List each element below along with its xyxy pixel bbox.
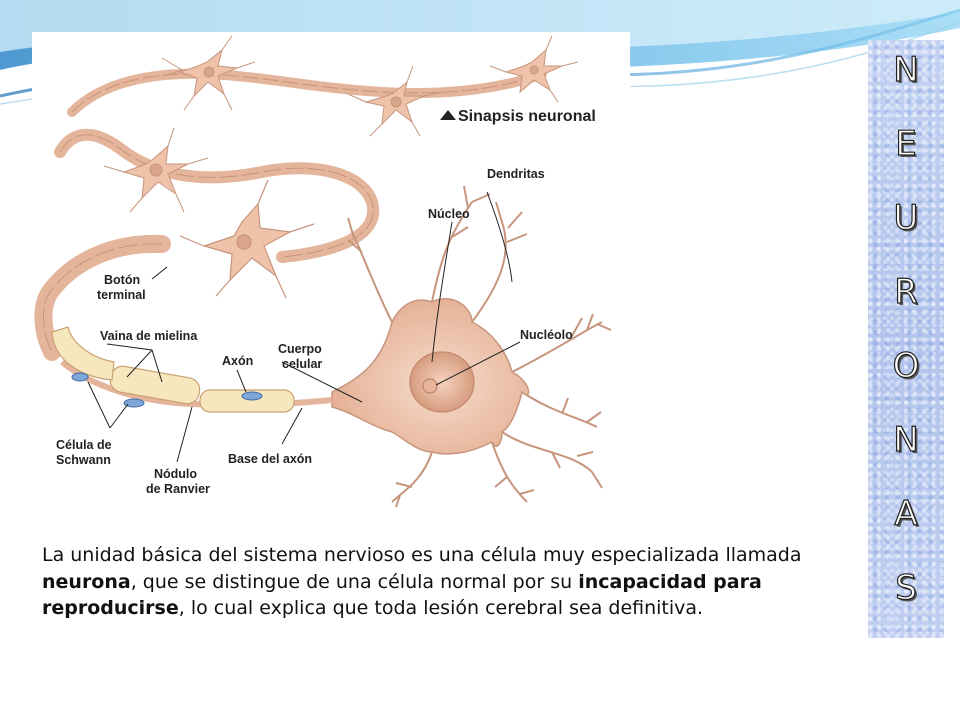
side-letter-5: O xyxy=(892,345,920,386)
label-base-axon: Base del axón xyxy=(228,452,312,466)
caption-part-1: La unidad básica del sistema nervioso es… xyxy=(42,544,802,566)
small-neuron-1 xyxy=(161,35,256,111)
sinapsis-arrow-icon xyxy=(440,110,456,120)
side-letter-8: S xyxy=(895,567,918,608)
label-dendritas: Dendritas xyxy=(487,167,545,181)
side-letter-7: A xyxy=(894,493,918,534)
side-title-panel: N E U R O N A S xyxy=(868,40,944,638)
schwann-nucleus-2 xyxy=(123,398,145,408)
caption-text: La unidad básica del sistema nervioso es… xyxy=(42,542,822,622)
side-letter-4: R xyxy=(894,271,919,312)
label-nucleolo: Nucléolo xyxy=(520,328,573,342)
small-neuron-3 xyxy=(489,35,579,103)
caption-bold-neurona: neurona xyxy=(42,570,131,593)
small-neuron-5 xyxy=(179,179,315,299)
side-letter-2: E xyxy=(895,123,918,164)
nucleolus xyxy=(422,378,438,394)
label-nucleo: Núcleo xyxy=(428,207,470,221)
label-axon: Axón xyxy=(222,354,253,368)
schwann-nucleus-1 xyxy=(241,391,263,401)
caption-part-2: , que se distingue de una célula normal … xyxy=(130,570,579,593)
top-wave-light xyxy=(0,0,960,52)
label-schwann-1: Célula de xyxy=(56,438,112,452)
caption-bold-incapacidad: incapacidad para reproducirse xyxy=(42,570,762,620)
side-letter-6: N xyxy=(893,419,920,460)
side-letter-1: N xyxy=(893,49,920,90)
neuron-illustration: Sinapsis neuronal Dendritas Núcleo Botón… xyxy=(34,35,612,508)
side-letter-3: U xyxy=(893,197,919,238)
label-cuerpo-2: celular xyxy=(282,357,322,371)
label-nodulo-1: Nódulo xyxy=(154,467,197,481)
label-boton-1: Botón xyxy=(104,273,140,287)
label-sinapsis: Sinapsis neuronal xyxy=(458,108,596,125)
main-axon xyxy=(51,326,333,413)
main-dendrites xyxy=(347,185,612,508)
label-nodulo-2: de Ranvier xyxy=(146,482,210,496)
label-boton-2: terminal xyxy=(97,288,146,302)
schwann-nucleus-3 xyxy=(71,372,89,382)
label-cuerpo-1: Cuerpo xyxy=(278,342,322,356)
upper-axon-chain xyxy=(34,68,547,361)
caption-part-3: , lo cual explica que toda lesión cerebr… xyxy=(178,597,704,619)
pointer-lines xyxy=(87,191,521,463)
neuron-diagram: Sinapsis neuronal Dendritas Núcleo Botón… xyxy=(32,32,630,510)
myelin-segment-1 xyxy=(199,389,295,413)
label-vaina: Vaina de mielina xyxy=(100,329,198,343)
small-neuron-2 xyxy=(347,65,443,137)
myelin-segment-3 xyxy=(51,326,115,381)
label-schwann-2: Schwann xyxy=(56,453,111,467)
small-neuron-4 xyxy=(103,127,209,213)
